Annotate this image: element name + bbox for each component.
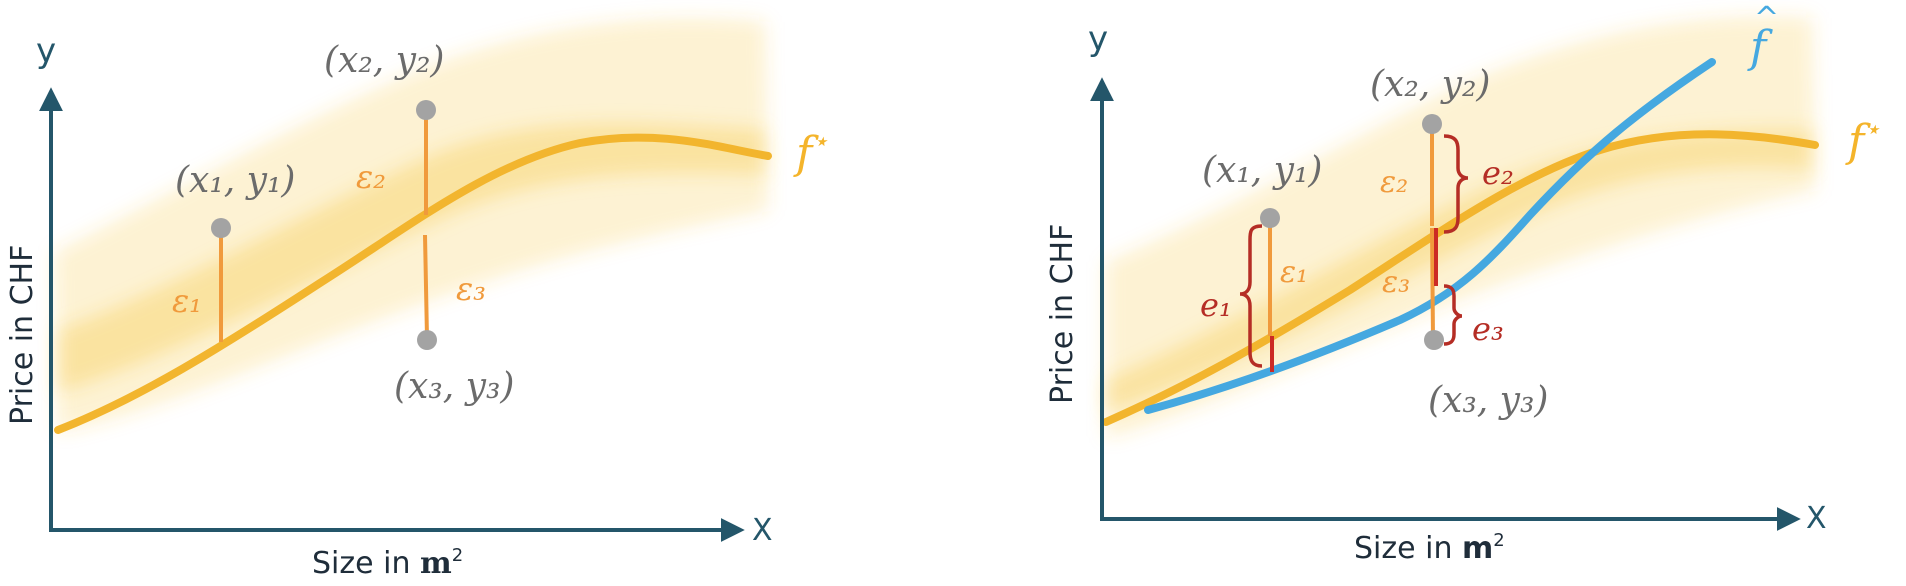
right-point-1 [1260, 208, 1280, 228]
right-eps3-line [1430, 227, 1435, 339]
right-e2-brace [1443, 134, 1469, 234]
right-x-axis-title: Size in m2 [1354, 530, 1505, 566]
right-e3-label: e₃ [1472, 310, 1504, 348]
right-e1-label: e₁ [1200, 286, 1232, 324]
right-eps2-label: ε₂ [1380, 165, 1408, 200]
right-point-3 [1424, 330, 1444, 350]
left-point-2 [416, 100, 436, 120]
right-y-axis-letter: y [1088, 19, 1108, 59]
left-point-3-label: (x₃, y₃) [394, 366, 514, 407]
left-eps3-line [423, 234, 429, 339]
right-noise-band-core [1106, 129, 1812, 412]
left-x-axis-letter: X [752, 513, 773, 548]
left-true-function-curve [54, 133, 772, 434]
left-eps3-label: ε₃ [456, 270, 486, 308]
right-point-2 [1422, 114, 1442, 134]
right-y-axis-title: Price in CHF [1045, 224, 1080, 404]
right-eps3-label: ε₃ [1382, 265, 1410, 300]
right-fstar-label: f⋆ [1845, 115, 1881, 167]
right-true-function-curve [1102, 130, 1819, 426]
left-panel: y X Price in CHF Size in m2 (x₁, y₁) (x₂… [5, 18, 829, 581]
left-noise-band-core [58, 123, 765, 392]
right-fhat-hat: ^ [1754, 1, 1779, 36]
left-point-3 [417, 330, 437, 350]
right-point-3-label: (x₃, y₃) [1428, 380, 1548, 421]
left-point-1-label: (x₁, y₁) [175, 160, 295, 201]
left-eps2-label: ε₂ [356, 158, 386, 196]
right-e2-label: e₂ [1482, 154, 1514, 192]
right-eps1-label: ε₁ [1280, 255, 1308, 290]
right-e3-brace [1443, 284, 1463, 346]
right-x-axis-letter: X [1806, 501, 1827, 536]
right-panel: y X Price in CHF Size in m2 (x₁, y₁) (x₂… [1045, 1, 1881, 566]
right-point-1-label: (x₁, y₁) [1202, 150, 1322, 191]
left-y-axis-title: Price in CHF [5, 245, 40, 425]
right-point-2-label: (x₂, y₂) [1370, 64, 1490, 105]
left-point-1 [211, 218, 231, 238]
left-y-axis-letter: y [36, 31, 56, 71]
left-x-axis-title: Size in m2 [312, 545, 463, 581]
right-e1-brace [1239, 224, 1263, 368]
left-point-2-label: (x₂, y₂) [324, 40, 444, 81]
left-fstar-label: f⋆ [793, 127, 829, 179]
left-eps1-label: ε₁ [172, 282, 202, 320]
